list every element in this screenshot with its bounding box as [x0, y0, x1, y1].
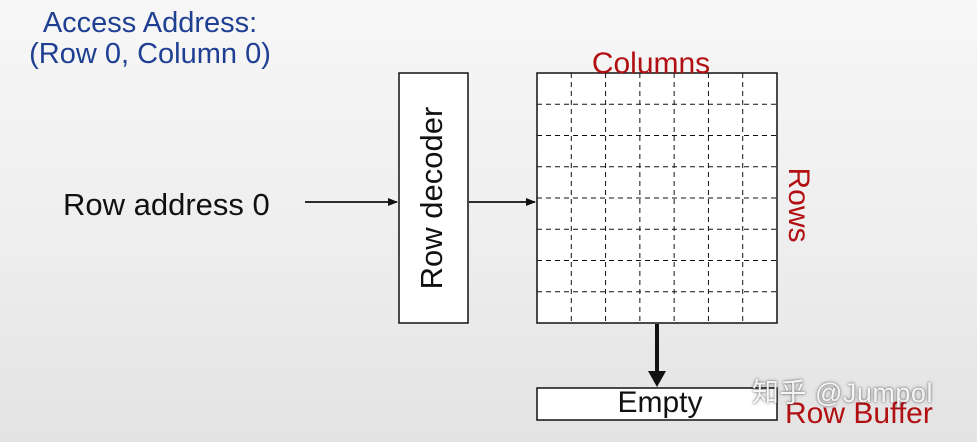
row-address-label: Row address 0: [63, 187, 270, 222]
access-address-title: Access Address: (Row 0, Column 0): [0, 8, 300, 70]
row-buffer-content: Empty: [617, 386, 702, 419]
memory-array-grid: [537, 73, 777, 323]
title-line-2: (Row 0, Column 0): [29, 38, 271, 70]
array-to-buffer-arrowhead: [648, 371, 666, 387]
row-decoder-label: Row decoder: [414, 107, 449, 290]
row-decoder-box: [398, 72, 469, 324]
rows-label: Rows: [782, 167, 815, 242]
title-line-1: Access Address:: [42, 7, 258, 39]
row-buffer-box: [536, 387, 778, 421]
zhihu-watermark: 知乎 @Jumpol: [752, 378, 933, 408]
columns-label: Columns: [592, 47, 710, 80]
row-buffer-label: Row Buffer: [785, 397, 933, 430]
